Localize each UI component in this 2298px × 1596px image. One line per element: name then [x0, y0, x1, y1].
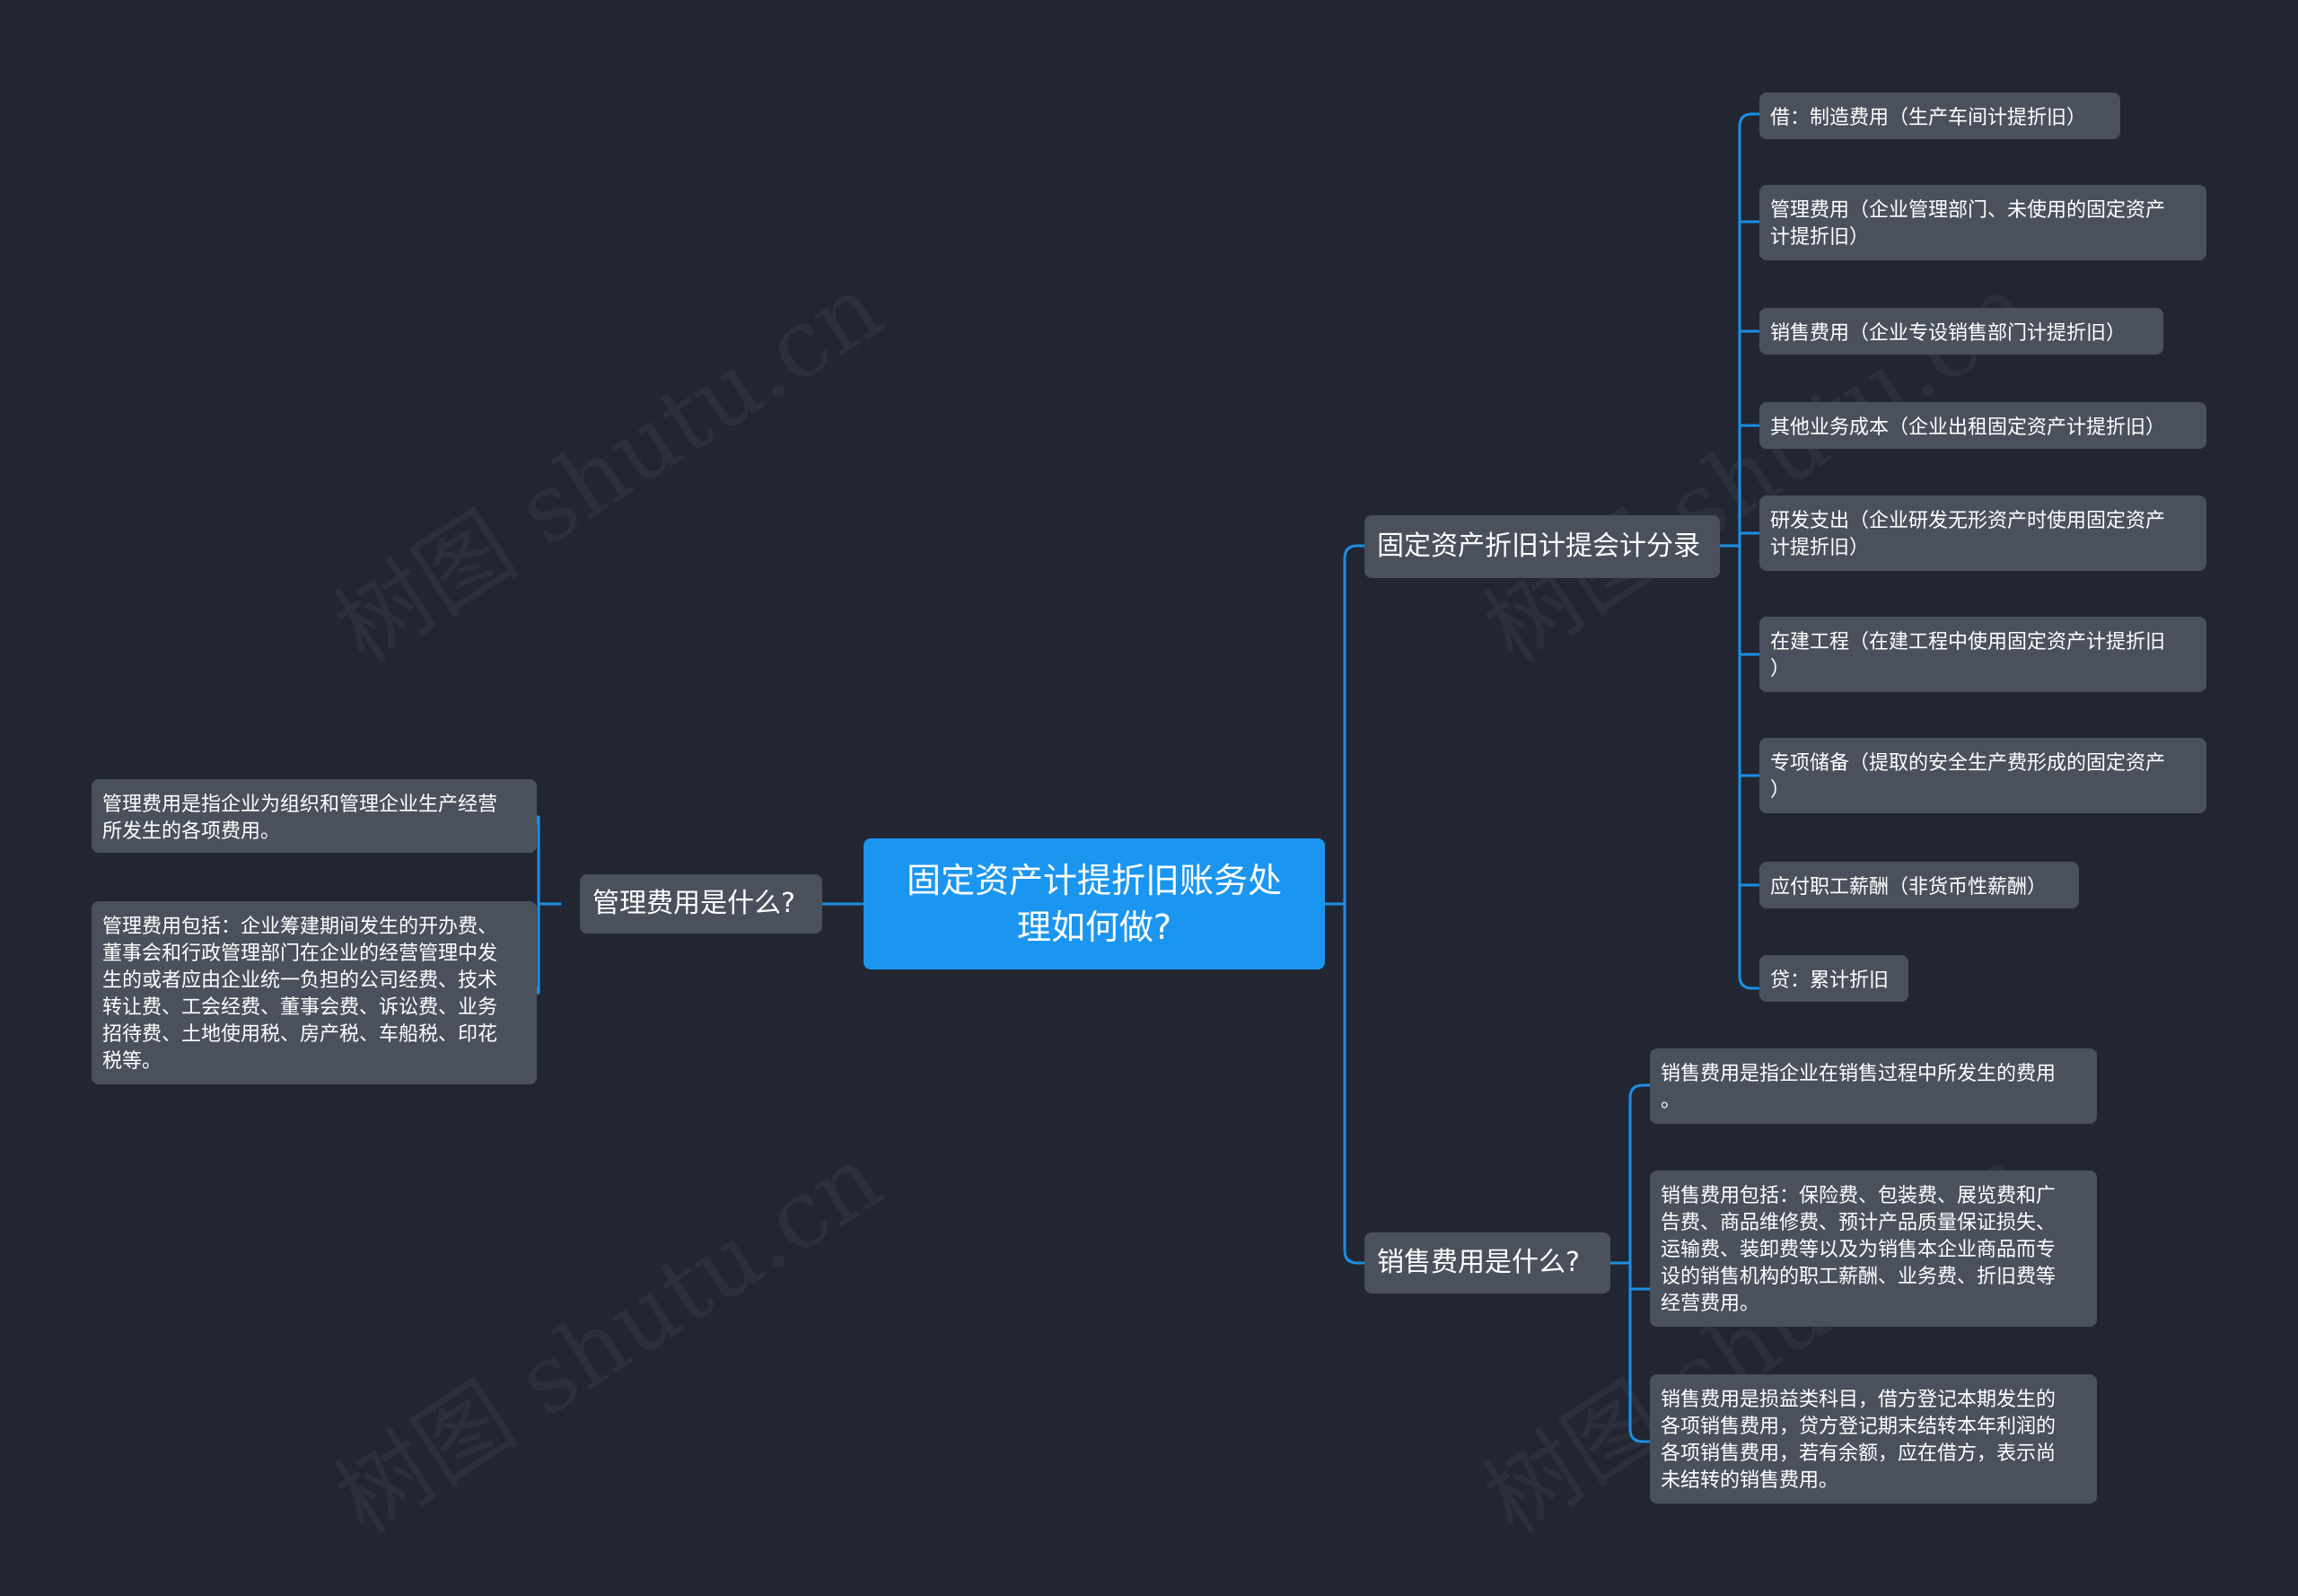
entry-leaf[interactable]: 销售费用（企业专设销售部门计提折旧）: [1759, 308, 2163, 355]
connector-top-bracket: [1718, 112, 1761, 990]
sales-leaf[interactable]: 销售费用包括：保险费、包装费、展览费和广 告费、商品维修费、预计产品质量保证损失…: [1650, 1171, 2097, 1327]
left-leaf[interactable]: 管理费用是指企业为组织和管理企业生产经营 所发生的各项费用。: [92, 779, 537, 853]
topic-management-expense[interactable]: 管理费用是什么?: [580, 874, 822, 934]
entry-leaf[interactable]: 应付职工薪酬（非货币性薪酬）: [1759, 862, 2079, 908]
entry-leaf[interactable]: 在建工程（在建工程中使用固定资产计提折旧 ）: [1759, 617, 2206, 692]
sales-leaf[interactable]: 销售费用是指企业在销售过程中所发生的费用 。: [1650, 1048, 2097, 1124]
connector-root-right: [1323, 544, 1366, 1265]
entry-leaf[interactable]: 借：制造费用（生产车间计提折旧）: [1759, 92, 2120, 139]
entry-leaf[interactable]: 专项储备（提取的安全生产费形成的固定资产 ）: [1759, 738, 2206, 813]
entry-leaf[interactable]: 管理费用（企业管理部门、未使用的固定资产 计提折旧）: [1759, 185, 2206, 260]
entry-leaf[interactable]: 研发支出（企业研发无形资产时使用固定资产 计提折旧）: [1759, 495, 2206, 571]
entry-leaf[interactable]: 贷：累计折旧: [1759, 955, 1908, 1002]
root-topic[interactable]: 固定资产计提折旧账务处 理如何做?: [864, 838, 1325, 969]
entry-leaf[interactable]: 其他业务成本（企业出租固定资产计提折旧）: [1759, 402, 2206, 449]
connector-bottom-bracket: [1609, 1083, 1652, 1443]
topic-depreciation-entries[interactable]: 固定资产折旧计提会计分录: [1364, 515, 1720, 578]
topic-sales-expense[interactable]: 销售费用是什么?: [1364, 1232, 1610, 1293]
sales-leaf[interactable]: 销售费用是损益类科目，借方登记本期发生的 各项销售费用，贷方登记期末结转本年利润…: [1650, 1374, 2097, 1504]
left-leaf[interactable]: 管理费用包括：企业筹建期间发生的开办费、 董事会和行政管理部门在企业的经营管理中…: [92, 901, 537, 1084]
